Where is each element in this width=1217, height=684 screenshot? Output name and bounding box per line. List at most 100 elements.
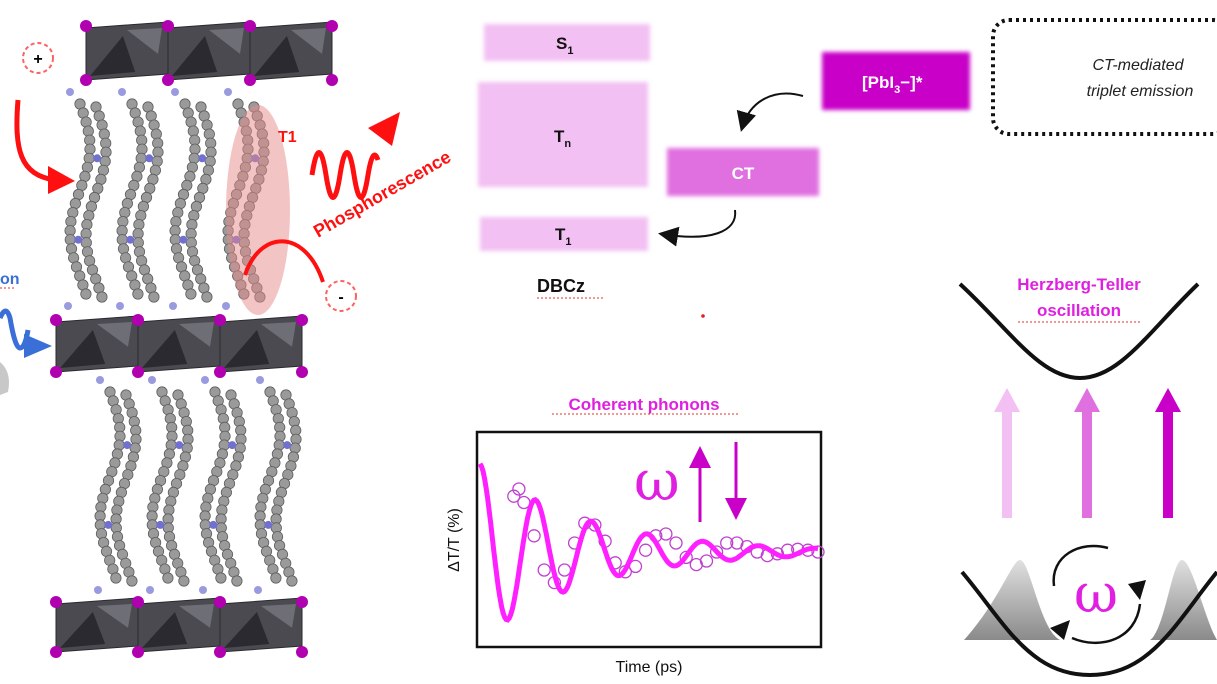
chart-frame — [475, 430, 823, 649]
data-point — [720, 536, 734, 550]
iodide-atom — [50, 366, 62, 378]
herzberg-teller-panel: Herzberg-Teller oscillation ω — [958, 275, 1217, 677]
electron-charge: - — [325, 280, 357, 312]
nitrogen-atom — [175, 441, 184, 450]
ht-omega-symbol: ω — [1074, 562, 1118, 625]
carbon-atom — [188, 210, 200, 222]
ht-title-line1: Herzberg-Teller — [1017, 275, 1141, 294]
iodide-atom — [132, 314, 144, 326]
nitrogen-atom — [179, 235, 188, 244]
data-point — [811, 545, 825, 559]
iodide-atom — [50, 596, 62, 608]
red-dot — [701, 314, 705, 318]
right-gaussian — [1150, 560, 1217, 640]
ht-arrow-dark — [1155, 388, 1181, 518]
octahedron-face — [209, 28, 244, 54]
carbon-atom — [96, 291, 108, 303]
octahedron-face — [97, 322, 132, 347]
nitrogen-atom — [209, 520, 218, 529]
octahedron-face — [97, 604, 132, 628]
hole-transfer-arrow — [14, 99, 56, 183]
carbon-atom — [80, 288, 92, 300]
ground-state-parabola — [960, 570, 1217, 677]
electron-transfer-arrow — [243, 239, 325, 283]
partial-grey-shape — [0, 362, 9, 395]
rotation-arrow-top-head — [1128, 580, 1146, 600]
carbon-atom — [204, 155, 216, 167]
carbon-atom — [151, 155, 163, 167]
octahedron-face — [224, 612, 270, 648]
octahedron-face — [60, 612, 106, 648]
iodide-atom — [326, 74, 338, 86]
nitrogen-atom — [256, 376, 264, 384]
nitrogen-atom — [123, 441, 132, 450]
iodide-atom — [214, 366, 226, 378]
carbon-atom — [135, 210, 147, 222]
tn-label: Tn — [554, 127, 571, 150]
nitrogen-atom — [145, 154, 154, 163]
iodide-atom — [296, 314, 308, 326]
nitrogen-atom — [201, 376, 209, 384]
nitrogen-atom — [148, 376, 156, 384]
carbon-atom — [119, 207, 131, 219]
octahedron-face — [142, 612, 188, 648]
carbon-atom — [178, 575, 190, 587]
octahedron-face — [254, 36, 300, 76]
nitrogen-atom — [118, 88, 126, 96]
organic-chains — [64, 88, 302, 594]
octahedron-face — [90, 36, 136, 76]
iodide-atom — [296, 596, 308, 608]
octahedron-face — [179, 604, 214, 628]
carbon-atom — [270, 572, 282, 584]
tn-level — [478, 82, 648, 187]
iodide-atom — [244, 20, 256, 32]
carbon-atom — [215, 572, 227, 584]
blue-excitation-wave — [0, 308, 31, 351]
nitrogen-atom — [116, 302, 124, 310]
iodide-atom — [50, 646, 62, 658]
octahedron-face — [142, 330, 188, 368]
iodide-atom — [132, 366, 144, 378]
iodide-atom — [296, 366, 308, 378]
svg-text:+: + — [33, 51, 42, 68]
carbon-atom — [126, 575, 138, 587]
nitrogen-atom — [283, 441, 292, 450]
carbon-atom — [286, 575, 298, 587]
crystal-structure: + - T1 Phosphorescence on — [0, 20, 454, 658]
s1-label: S1 — [556, 34, 573, 57]
nitrogen-atom — [146, 586, 154, 594]
phonon-chart: Coherent phonons Time (ps) ΔT/T (%) ω — [446, 395, 825, 676]
octahedron-face — [224, 330, 270, 368]
carbon-atom — [83, 210, 95, 222]
carbon-atom — [150, 128, 162, 140]
data-point — [669, 536, 683, 550]
data-point — [659, 527, 673, 541]
carbon-atom — [110, 572, 122, 584]
iodide-atom — [214, 314, 226, 326]
nitrogen-atom — [199, 586, 207, 594]
iodide-atom — [132, 646, 144, 658]
data-point — [512, 482, 526, 496]
blue-arrow-head — [24, 334, 52, 358]
rotation-arrow-bottom — [1071, 603, 1142, 645]
carbon-atom — [188, 152, 200, 164]
down-arrow-head — [725, 498, 747, 520]
data-point — [537, 563, 551, 577]
nitrogen-atom — [66, 88, 74, 96]
pbi3-level — [822, 52, 970, 110]
svg-text:-: - — [338, 289, 343, 306]
carbon-atom — [187, 125, 199, 137]
carbon-atom — [148, 291, 160, 303]
octahedron-face — [291, 28, 326, 54]
nitrogen-atom — [93, 154, 102, 163]
data-point — [709, 545, 724, 559]
phosphorescence-wave — [309, 150, 381, 200]
ct-box-line2: triplet emission — [1087, 83, 1194, 100]
ht-arrow-mid — [1074, 388, 1100, 518]
nitrogen-atom — [64, 302, 72, 310]
ht-title-line2: oscillation — [1037, 301, 1121, 320]
carbon-atom — [67, 207, 79, 219]
ct-to-t1-arrow — [658, 209, 737, 247]
nitrogen-atom — [228, 441, 237, 450]
octahedron-face — [179, 322, 214, 347]
